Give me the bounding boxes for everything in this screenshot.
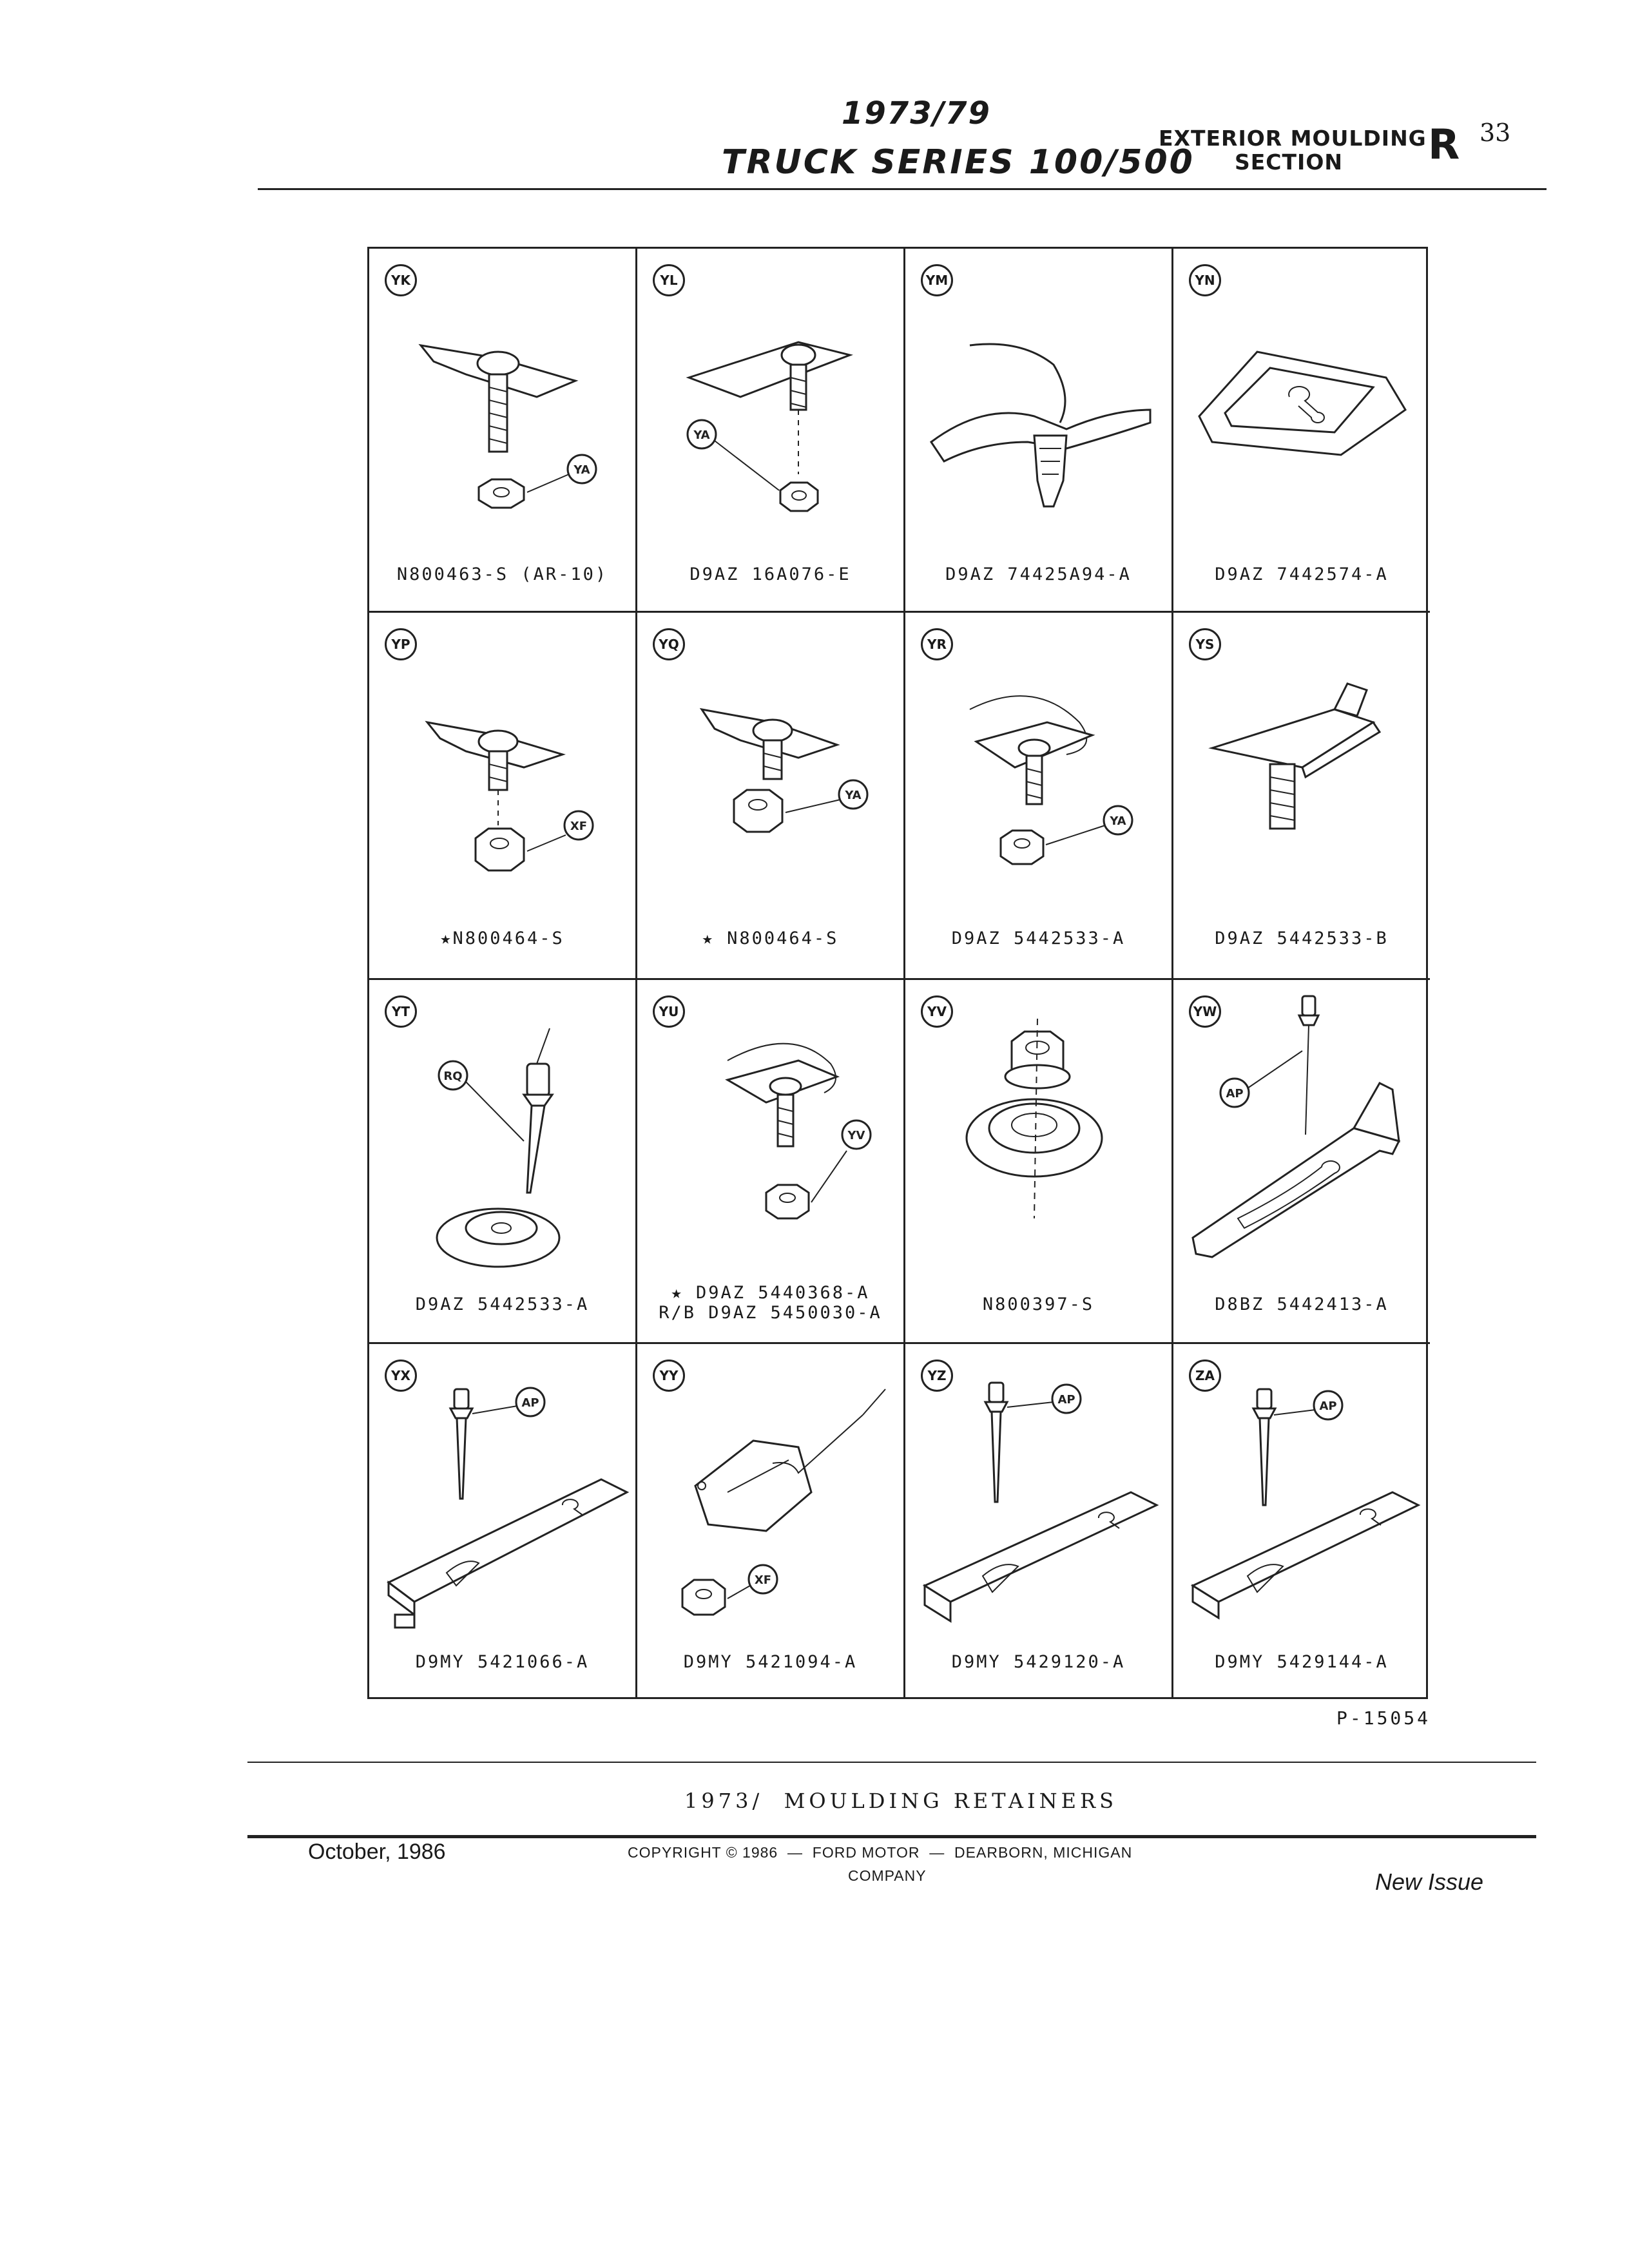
plate-wire-clip-illustration: XF bbox=[681, 1389, 886, 1616]
part-cell: YQ YA ★ N800464-S bbox=[637, 613, 905, 980]
part-code-badge: ZA bbox=[1189, 1360, 1221, 1392]
catalog-series-title: TRUCK SERIES 100/500 bbox=[722, 143, 1195, 182]
part-code-badge: YS bbox=[1189, 628, 1221, 660]
footer-divider-bottom bbox=[247, 1835, 1536, 1838]
part-code-badge: YM bbox=[921, 264, 953, 296]
rivet-strip-clip-illustration: AP bbox=[1190, 1388, 1421, 1620]
part-code-badge: YZ bbox=[921, 1360, 953, 1392]
part-number: D9MY 5421094-A bbox=[683, 1652, 858, 1672]
header-divider bbox=[258, 188, 1547, 190]
figure-number: P-15054 bbox=[1336, 1707, 1431, 1729]
part-cell: YS D9AZ 5442533-B bbox=[1173, 613, 1430, 980]
part-code-badge: YN bbox=[1189, 264, 1221, 296]
part-number: D9AZ 5442533-A bbox=[415, 1294, 590, 1314]
part-number: N800463-S (AR-10) bbox=[396, 564, 608, 584]
retainer-bolt-illustration: YA bbox=[418, 343, 597, 509]
part-cell: YW AP D8BZ 5442413-A bbox=[1173, 980, 1430, 1344]
part-number: D9MY 5421066-A bbox=[415, 1652, 590, 1672]
footer-divider-top bbox=[247, 1762, 1536, 1763]
part-code-badge: YQ bbox=[653, 628, 685, 660]
part-code-badge: YU bbox=[653, 995, 685, 1028]
part-number: D8BZ 5442413-A bbox=[1215, 1294, 1389, 1314]
section-letter: R bbox=[1428, 121, 1460, 169]
callout-label: AP bbox=[1319, 1399, 1336, 1413]
part-code-badge: YK bbox=[385, 264, 417, 296]
callout-label: AP bbox=[1226, 1087, 1243, 1100]
copyright-line: COPYRIGHT © 1986 — FORD MOTOR — DEARBORN… bbox=[628, 1844, 1133, 1861]
callout-label: XF bbox=[755, 1573, 771, 1587]
callout-label: XF bbox=[570, 820, 587, 833]
part-cell: YV N800397-S bbox=[905, 980, 1173, 1344]
callout-label: RQ bbox=[443, 1070, 462, 1083]
part-code-badge: YW bbox=[1189, 995, 1221, 1028]
callout-label: YV bbox=[847, 1129, 865, 1142]
part-cell: YZ AP D9MY 5429120-A bbox=[905, 1344, 1173, 1697]
part-code-badge: YY bbox=[653, 1360, 685, 1392]
callout-label: YA bbox=[573, 463, 590, 477]
stud-bracket-illustration bbox=[1208, 682, 1382, 830]
issue-date: October, 1986 bbox=[308, 1840, 446, 1864]
push-pin-clip-illustration bbox=[929, 343, 1152, 508]
part-cell: ZA AP D9MY 5429144-A bbox=[1173, 1344, 1430, 1697]
rivet-strip-clip-illustration: AP bbox=[387, 1387, 630, 1629]
section-subtitle: SECTION bbox=[1235, 149, 1343, 175]
part-number: ★N800464-S bbox=[440, 928, 564, 948]
part-code-badge: YX bbox=[385, 1360, 417, 1392]
part-cell: YK YA N800463-S (AR-10) bbox=[369, 249, 637, 613]
callout-label: AP bbox=[1057, 1393, 1075, 1407]
callout-label: YA bbox=[1109, 814, 1126, 828]
rivet-strip-clip-illustration: AP bbox=[922, 1381, 1159, 1623]
section-title: EXTERIOR MOULDING bbox=[1159, 126, 1427, 151]
part-cell: YY XF D9MY 5421094-A bbox=[637, 1344, 905, 1697]
retainer-clip-illustration: YA bbox=[686, 341, 853, 512]
part-cell: YP XF ★N800464-S bbox=[369, 613, 637, 980]
part-cell: YR YA D9AZ 5442533-A bbox=[905, 613, 1173, 980]
keyhole-plate-illustration bbox=[1198, 351, 1407, 456]
part-number: D9AZ 5442533-B bbox=[1215, 928, 1389, 948]
part-number: D9AZ 74425A94-A bbox=[945, 564, 1132, 584]
copyright-company: COMPANY bbox=[848, 1867, 927, 1884]
parts-grid: YK YA N800463-S (AR-10) YL YA bbox=[367, 247, 1430, 1699]
retainer-bolt-illustration: YA bbox=[699, 707, 869, 833]
spring-clip-bolt-illustration: YA bbox=[969, 695, 1133, 865]
part-code-badge: YR bbox=[921, 628, 953, 660]
part-number: D9MY 5429144-A bbox=[1215, 1652, 1389, 1672]
page-topic: 1973/ MOULDING RETAINERS bbox=[684, 1789, 1117, 1813]
part-code-badge: YV bbox=[921, 995, 953, 1028]
part-code-badge: YP bbox=[385, 628, 417, 660]
part-cell: YU YV ★ D9AZ 5440368-A R/B D9AZ 5450030-… bbox=[637, 980, 905, 1344]
part-cell: YM D9AZ 74425A94-A bbox=[905, 249, 1173, 613]
part-number: ★ D9AZ 5440368-A R/B D9AZ 5450030-A bbox=[659, 1283, 882, 1323]
rivet-grommet-illustration: RQ bbox=[436, 1028, 561, 1268]
part-number: D9AZ 16A076-E bbox=[689, 564, 851, 584]
retainer-bolt-illustration: XF bbox=[425, 720, 594, 872]
part-cell: YT RQ D9AZ 5442533-A bbox=[369, 980, 637, 1344]
part-number: D9AZ 7442574-A bbox=[1215, 564, 1389, 584]
part-number: D9AZ 5442533-A bbox=[951, 928, 1126, 948]
part-number: N800397-S bbox=[982, 1294, 1095, 1314]
issue-status: New Issue bbox=[1375, 1869, 1484, 1895]
nut-grommet-illustration bbox=[965, 1018, 1103, 1219]
spring-clip-bolt-illustration: YV bbox=[725, 1043, 872, 1220]
part-number: ★ N800464-S bbox=[702, 928, 839, 948]
part-code-badge: YL bbox=[653, 264, 685, 296]
page-number: 33 bbox=[1480, 119, 1511, 147]
callout-label: YA bbox=[844, 789, 861, 802]
catalog-year-range: 1973/79 bbox=[842, 95, 991, 131]
callout-label: YA bbox=[693, 428, 709, 442]
rivet-channel-clip-illustration: AP bbox=[1191, 995, 1401, 1258]
part-number: D9MY 5429120-A bbox=[951, 1652, 1126, 1672]
part-code-badge: YT bbox=[385, 995, 417, 1028]
part-cell: YN D9AZ 7442574-A bbox=[1173, 249, 1430, 613]
part-cell: YX AP D9MY 5421066-A bbox=[369, 1344, 637, 1697]
part-cell: YL YA D9AZ 16A076-E bbox=[637, 249, 905, 613]
callout-label: AP bbox=[521, 1396, 539, 1410]
